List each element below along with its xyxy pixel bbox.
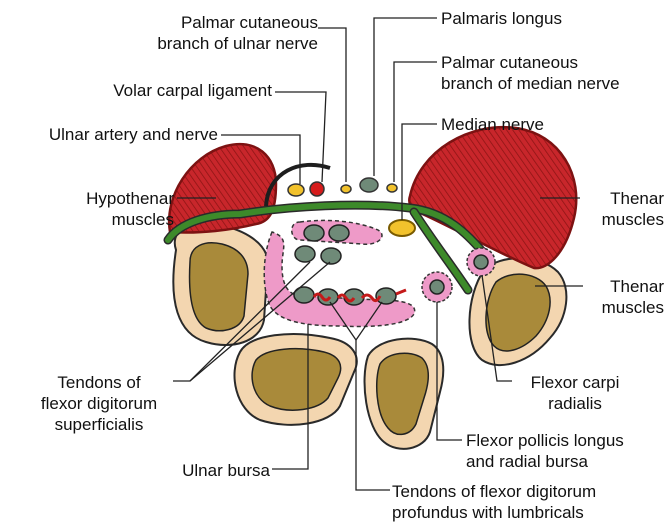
- label-flexor-carpi-radialis: Flexor carpi radialis: [514, 372, 636, 414]
- label-palmar-cutaneous-ulnar: Palmar cutaneous branch of ulnar nerve: [100, 12, 318, 54]
- fds-tendon: [304, 225, 324, 241]
- palmaris-longus-tendon: [360, 178, 378, 192]
- label-thenar-muscles-bottom: Thenar muscles: [580, 276, 664, 318]
- palmar-cutaneous-median-branch: [387, 184, 397, 192]
- label-ulnar-bursa: Ulnar bursa: [140, 460, 270, 481]
- label-hypothenar-muscles: Hypothenar muscles: [52, 188, 174, 230]
- label-tendons-fds: Tendons of flexor digitorum superficiali…: [16, 372, 182, 435]
- label-palmar-cutaneous-median: Palmar cutaneous branch of median nerve: [441, 52, 620, 94]
- label-thenar-muscles-top: Thenar muscles: [580, 188, 664, 230]
- fds-tendon: [321, 248, 341, 264]
- label-ulnar-artery-nerve: Ulnar artery and nerve: [4, 124, 218, 145]
- label-median-nerve: Median nerve: [441, 114, 544, 135]
- palmar-cutaneous-ulnar-branch: [341, 185, 351, 193]
- label-fpl-radial-bursa: Flexor pollicis longus and radial bursa: [466, 430, 624, 472]
- superficial-structures: [288, 178, 397, 196]
- median-nerve: [389, 220, 415, 236]
- label-palmaris-longus: Palmaris longus: [441, 8, 562, 29]
- fds-tendon: [329, 225, 349, 241]
- flexor-pollicis-longus: [422, 272, 452, 302]
- fds-tendon: [295, 246, 315, 262]
- label-tendons-fdp: Tendons of flexor digitorum profundus wi…: [392, 481, 596, 523]
- ulnar-artery: [310, 182, 324, 196]
- flexor-carpi-radialis: [467, 248, 495, 276]
- label-volar-carpal-ligament: Volar carpal ligament: [40, 80, 272, 101]
- ulnar-nerve: [288, 184, 304, 196]
